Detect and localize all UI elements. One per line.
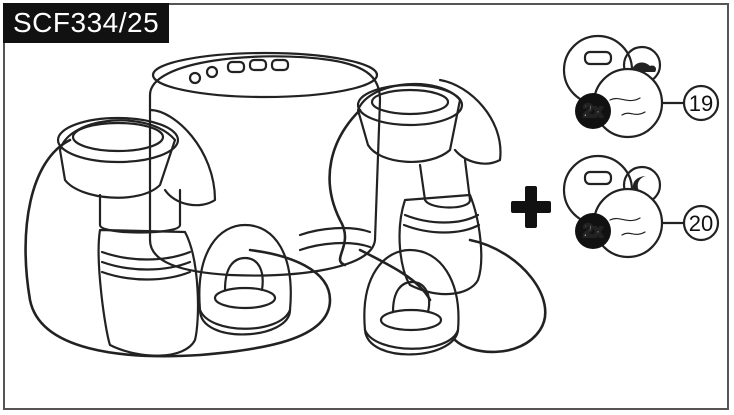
left-teat-cap — [198, 223, 292, 336]
display-segment — [248, 58, 268, 72]
right-teat-cap — [363, 248, 460, 356]
motor-unit — [148, 51, 382, 277]
plus-icon — [511, 186, 551, 228]
quantity-label-20: 2x — [583, 221, 603, 241]
display-segment — [226, 60, 246, 74]
reference-number-20: 20 — [689, 211, 713, 236]
tubing — [24, 108, 547, 358]
model-label: SCF334/25 — [3, 3, 170, 43]
quantity-label-19: 2x — [583, 101, 603, 121]
left-pump — [56, 108, 217, 357]
reference-circle-20 — [682, 204, 720, 242]
display-segment — [270, 58, 290, 72]
quantity-badge-19 — [575, 93, 611, 129]
mode-button — [205, 65, 219, 79]
power-button — [188, 71, 202, 85]
day-breast-pads — [562, 34, 664, 139]
breast-shield — [438, 78, 502, 165]
reference-circle-19 — [682, 84, 720, 122]
reference-number-19: 19 — [689, 91, 713, 116]
bottle — [97, 228, 200, 357]
quantity-badge-20 — [575, 213, 611, 249]
breast-shield — [148, 108, 217, 207]
